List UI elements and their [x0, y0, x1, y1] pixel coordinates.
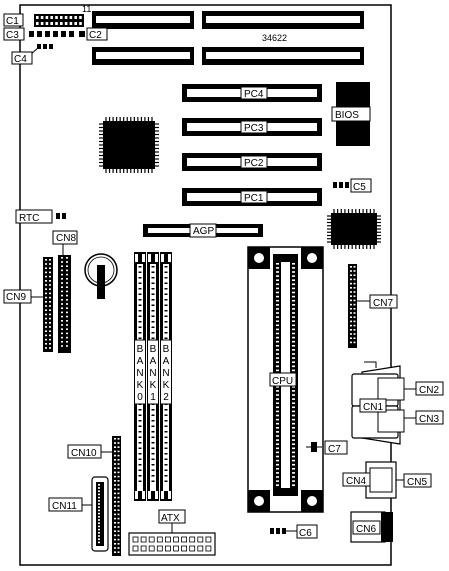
- atx-power-connector: [128, 532, 216, 556]
- c5-jumper: [333, 182, 349, 188]
- isa-slot-1: [92, 11, 194, 29]
- c7-jumper: [306, 442, 322, 452]
- dimm-bank-2-label-char: B: [163, 344, 170, 355]
- atx-label: ATX: [161, 513, 180, 524]
- dimm-bank-0-label-char: 0: [137, 392, 143, 403]
- c2-label: C2: [89, 30, 102, 41]
- cn8-connector: [58, 255, 71, 353]
- board-model-label: 34622: [262, 33, 287, 43]
- c7-label-box: [324, 440, 348, 455]
- isa-slot-3: [92, 47, 194, 65]
- cn8-label-box: [52, 230, 78, 245]
- agp-label: AGP: [193, 226, 214, 237]
- dimm-bank-0-label-char: A: [137, 356, 144, 367]
- cn4-label: CN4: [346, 476, 366, 487]
- dimm-bank-2-label-char: N: [162, 368, 169, 379]
- cn4-port: [365, 461, 397, 499]
- cn8-label: CN8: [56, 233, 76, 244]
- cpu-label: CPU: [272, 376, 293, 387]
- cn1-label: CN1: [363, 402, 383, 413]
- bios-chip: BIOS: [331, 82, 371, 146]
- c1-label: C1: [6, 16, 19, 27]
- c3-label-box: [3, 27, 25, 41]
- cn6-label-box: [352, 520, 381, 535]
- bios-label: BIOS: [335, 110, 359, 121]
- c4-label-box: [11, 51, 33, 65]
- pci-slot-pc4: PC4: [182, 84, 322, 102]
- pci-slot-pc2: PC2: [182, 153, 322, 171]
- cn5-label: CN5: [407, 477, 427, 488]
- dimm-bank-0-label-char: N: [136, 368, 143, 379]
- isa-slot-4: [202, 47, 364, 65]
- chipset-south: [327, 209, 381, 249]
- rtc-jumper: [56, 213, 66, 219]
- agp-slot: AGP: [143, 223, 263, 238]
- dimm-bank-2-label-char: A: [163, 356, 170, 367]
- dimm-bank-1-label-char: K: [150, 380, 157, 391]
- c5-label-box: [350, 178, 372, 193]
- pc2-label: PC2: [244, 158, 264, 169]
- pc1-label: PC1: [244, 193, 264, 204]
- c7-label: C7: [328, 444, 341, 455]
- c3-label: C3: [6, 30, 19, 41]
- cn11-label: CN11: [52, 501, 77, 512]
- isa-slot-2: [202, 11, 364, 29]
- dimm-bank-0-label-char: K: [137, 380, 144, 391]
- pin-marker-label: 11: [82, 4, 91, 14]
- c6-label: C6: [299, 528, 312, 539]
- cn2-label: CN2: [419, 385, 439, 396]
- pci-slot-pc3: PC3: [182, 118, 322, 136]
- c5-label: C5: [353, 182, 366, 193]
- cn7-connector: [348, 264, 357, 348]
- c6-jumper: [270, 528, 297, 534]
- cn6-label: CN6: [356, 524, 376, 535]
- pci-slot-pc1: PC1: [182, 188, 322, 206]
- dimm-bank-1-label-char: B: [150, 344, 157, 355]
- pc4-label: PC4: [244, 89, 264, 100]
- cn7-label: CN7: [373, 298, 393, 309]
- cn9-label: CN9: [6, 292, 26, 303]
- dimm-bank-2-label-char: 2: [163, 392, 169, 403]
- pc3-label: PC3: [244, 123, 264, 134]
- cpu-slot: CPU: [247, 246, 324, 513]
- rtc-label-box: [15, 209, 53, 224]
- rtc-label: RTC: [19, 213, 39, 224]
- c1-connector: [34, 14, 84, 27]
- cn3-label: CN3: [419, 414, 439, 425]
- battery: [84, 253, 118, 299]
- c2-label-box: [86, 27, 108, 41]
- cn11-connector: [91, 476, 109, 552]
- dimm-bank-0-label-char: B: [137, 344, 144, 355]
- dimm-bank-1-label-char: 1: [150, 392, 156, 403]
- c4-label: C4: [14, 54, 27, 65]
- cn4-label-box: [342, 472, 371, 487]
- c1-label-box: [3, 13, 24, 27]
- c3-c2-jumper-row: [29, 31, 85, 37]
- cn10-connector: [112, 436, 121, 556]
- c6-label-box: [296, 524, 318, 539]
- dimm-bank-2-label-char: K: [163, 380, 170, 391]
- dimm-bank-1-label-char: N: [149, 368, 156, 379]
- chipset-north: [99, 117, 159, 173]
- cn7-label-box: [369, 294, 398, 309]
- dimm-bank-1-label-char: A: [150, 356, 157, 367]
- cn1-port-block: CN1: [351, 361, 405, 445]
- cn9-connector: [43, 257, 53, 352]
- cn10-label: CN10: [71, 448, 97, 459]
